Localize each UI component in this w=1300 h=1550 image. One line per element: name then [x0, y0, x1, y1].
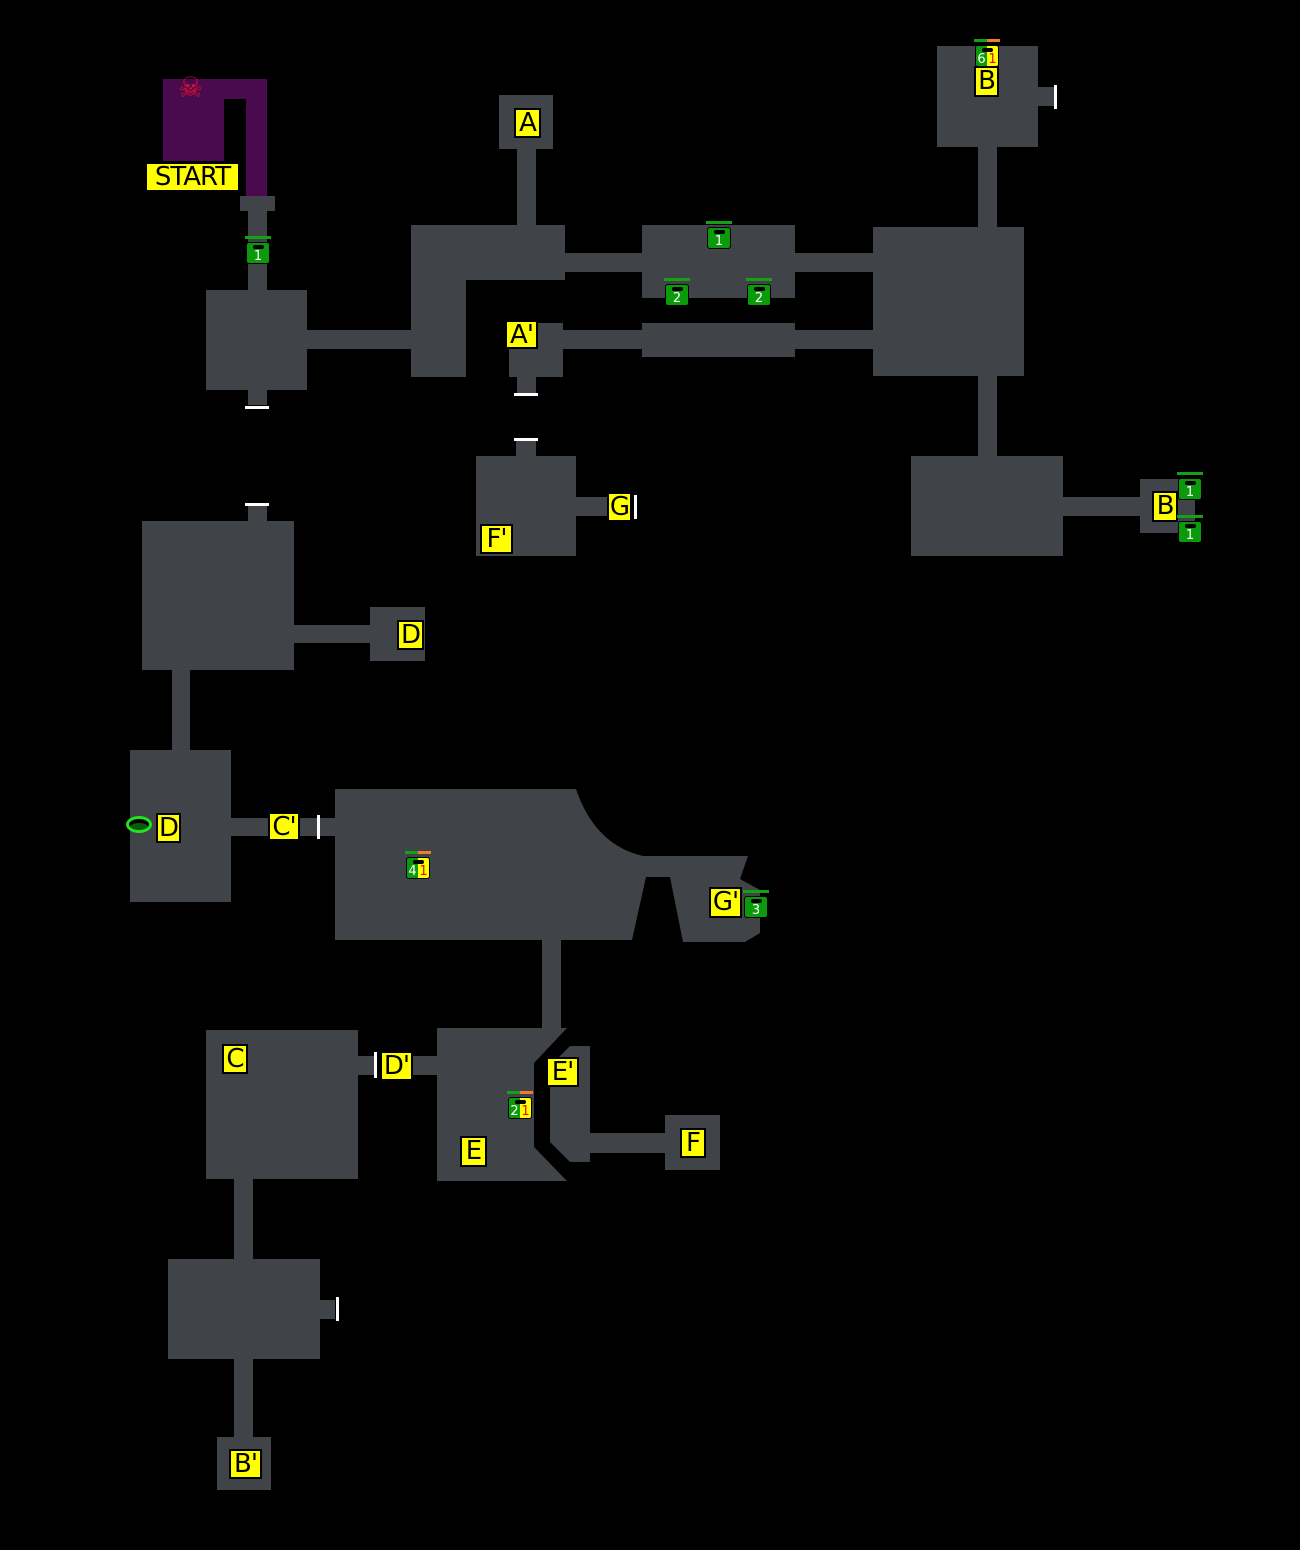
- treasure-chest-icon[interactable]: 3: [742, 890, 770, 918]
- chest-count: 1: [714, 234, 724, 249]
- room: [206, 290, 307, 390]
- corridor: [795, 330, 873, 349]
- corridor: [517, 377, 536, 393]
- corridor: [1038, 87, 1055, 106]
- door[interactable]: [245, 406, 269, 409]
- start-zone: [163, 79, 267, 99]
- warp-label-c[interactable]: C: [222, 1044, 248, 1074]
- room: [873, 227, 1024, 376]
- chest-count: 4: [408, 864, 417, 879]
- room: [142, 521, 294, 670]
- corridor: [565, 253, 642, 272]
- corridor: [516, 441, 536, 456]
- treasure-chest-icon[interactable]: 1: [1176, 515, 1204, 543]
- warp-label-b[interactable]: B: [974, 66, 999, 97]
- warp-label-e-prime[interactable]: E': [546, 1057, 579, 1087]
- corridor: [795, 253, 873, 272]
- chest-count: 2: [510, 1104, 519, 1119]
- warp-label-d-prime[interactable]: D': [380, 1051, 413, 1081]
- treasure-chest-icon[interactable]: 2: [663, 278, 691, 306]
- corridor: [248, 390, 267, 405]
- corridor: [307, 330, 412, 349]
- corridor: [542, 940, 561, 1028]
- door[interactable]: [514, 438, 538, 441]
- warp-label-g[interactable]: G: [607, 492, 632, 522]
- door[interactable]: [514, 393, 538, 396]
- warp-label-f[interactable]: F: [680, 1128, 706, 1158]
- corridor: [320, 1300, 335, 1319]
- chest-count-red: 1: [521, 1104, 530, 1119]
- warp-label-d[interactable]: D: [397, 620, 424, 650]
- treasure-chest-icon[interactable]: 2: [745, 278, 773, 306]
- chest-count-red: 1: [988, 52, 997, 67]
- skull-crossbones-icon: ☠: [178, 71, 204, 104]
- treasure-chest-icon[interactable]: 1: [705, 221, 733, 249]
- chest-count: 1: [1185, 528, 1195, 543]
- room: [411, 225, 466, 377]
- warp-ring-icon[interactable]: [126, 816, 152, 833]
- corridor: [248, 506, 267, 521]
- room: [911, 456, 1063, 556]
- corridor: [642, 323, 795, 357]
- door[interactable]: [1054, 85, 1057, 109]
- warp-label-b-prime[interactable]: B': [229, 1449, 262, 1479]
- big-room: [335, 789, 760, 942]
- chest-count: 1: [253, 249, 263, 264]
- corridor: [1063, 497, 1140, 516]
- corridor: [358, 1056, 376, 1075]
- corridor: [240, 196, 275, 211]
- chest-count-red: 1: [419, 864, 428, 879]
- warp-label-d[interactable]: D: [156, 813, 181, 843]
- chest-count: 3: [751, 903, 761, 918]
- room: [168, 1259, 320, 1359]
- chest-count: 1: [1185, 485, 1195, 500]
- treasure-chest-icon[interactable]: 1: [1176, 472, 1204, 500]
- corridor: [563, 330, 642, 349]
- corridor: [978, 147, 997, 227]
- warp-label-f-prime[interactable]: F': [480, 524, 513, 554]
- chest-count: 2: [672, 291, 682, 306]
- door[interactable]: [374, 1052, 377, 1078]
- start-label: START: [145, 162, 240, 192]
- door[interactable]: [634, 495, 637, 519]
- warp-label-e[interactable]: E: [460, 1136, 487, 1167]
- corridor: [294, 625, 371, 643]
- warp-label-a[interactable]: A: [514, 108, 541, 138]
- door[interactable]: [245, 503, 269, 506]
- warp-label-b[interactable]: B: [1152, 491, 1178, 522]
- door[interactable]: [317, 815, 320, 839]
- chest-count: 6: [977, 52, 986, 67]
- warp-label-g-prime[interactable]: G': [709, 887, 742, 918]
- corridor: [234, 1179, 253, 1259]
- corridor: [978, 376, 997, 456]
- warp-label-c-prime[interactable]: C': [268, 812, 300, 841]
- corridor: [590, 1133, 665, 1153]
- door[interactable]: [336, 1297, 339, 1321]
- treasure-chest-icon[interactable]: 1: [244, 236, 272, 264]
- corridor: [172, 670, 190, 750]
- corridor: [517, 148, 536, 225]
- chest-count: 2: [754, 291, 764, 306]
- corridor: [234, 1359, 253, 1437]
- room-e: [437, 1028, 567, 1181]
- start-zone: [246, 79, 267, 196]
- corridor: [412, 1056, 437, 1075]
- warp-label-a-prime[interactable]: A': [505, 320, 538, 349]
- corridor: [576, 497, 607, 516]
